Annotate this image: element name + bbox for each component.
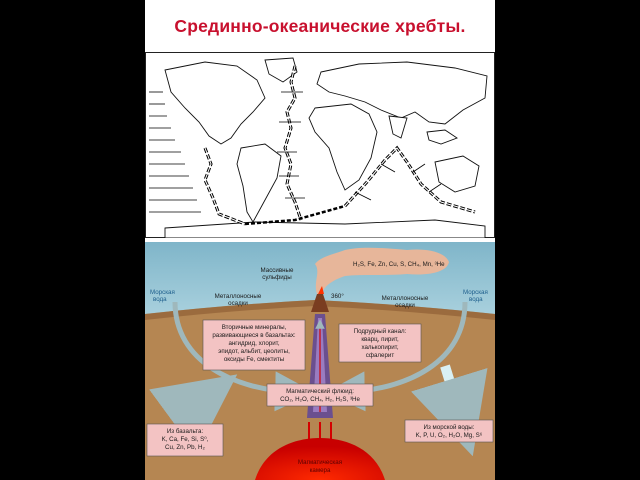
ore-channel-4: сфалерит — [366, 352, 395, 359]
secondary-minerals-5: оксиды Fe, смектиты — [224, 356, 285, 363]
continent-india — [388, 115, 408, 139]
massive-sulfides-line1: Массивные — [261, 267, 294, 274]
from-sea-water-box — [404, 419, 494, 443]
secondary-minerals-2: развивающиеся в базальтах: — [212, 332, 296, 339]
sea-water-left-2: вода — [153, 296, 167, 303]
metal-sediments-right-2: осадки — [395, 302, 415, 309]
temperature-label: 360° — [331, 293, 344, 300]
slide: Срединно-океанические хребты. — [145, 0, 495, 480]
magma-chamber — [255, 438, 385, 480]
magma-flux-arrows — [308, 422, 332, 440]
continent-eurasia — [316, 61, 488, 125]
magmatic-fluid-box — [266, 383, 374, 407]
ore-channel-box — [338, 323, 422, 363]
continent-africa — [308, 103, 378, 191]
sea-water-right-1: Морская — [463, 289, 488, 296]
world-ridge-map — [145, 52, 495, 238]
continent-north-america — [164, 61, 266, 145]
ridge-pacific-antarctic — [244, 204, 346, 226]
metal-sediments-left-2: осадки — [228, 300, 248, 307]
secondary-minerals-1: Вторичные минералы, — [222, 324, 287, 331]
massive-sulfides-line2: сульфиды — [262, 274, 292, 281]
ore-channel-3: халькопирит, — [361, 344, 398, 351]
vent-tip — [318, 286, 324, 294]
metal-sediments-right-1: Металлоносные — [382, 295, 429, 302]
from-basalt-2: K, Ca, Fe, Si, S⁰, — [162, 436, 209, 443]
secondary-minerals-3: ангидрид, хлорит, — [228, 340, 279, 347]
basalt-arrow — [149, 374, 238, 454]
smoke-label: H₂S, Fe, Zn, Cu, S, CH₄, Mn, ³He — [353, 261, 445, 268]
continent-greenland — [264, 57, 298, 83]
from-basalt-box — [146, 423, 224, 457]
ore-channel-1: Подрудный канал: — [354, 328, 407, 335]
secondary-minerals-4: эпидот, альбит, цеолиты, — [218, 348, 290, 355]
metal-sediments-left-1: Металлоносные — [215, 293, 262, 300]
magma-chamber-1: Магматическая — [298, 459, 342, 466]
sea-water-left-1: Морская — [150, 289, 175, 296]
from-sea-water-1: Из морской воды: — [424, 424, 475, 431]
magmatic-fluid-1: Магматический флюид: — [286, 388, 354, 395]
from-basalt-3: Cu, Zn, Pb, H₂ — [165, 444, 205, 451]
transform-faults — [149, 91, 442, 213]
vent-chimney — [311, 294, 329, 312]
continent-south-america — [236, 143, 282, 223]
seawater-arrow — [411, 364, 488, 457]
from-sea-water-2: K, P, U, O₂, H₂O, Mg, S⁶ — [416, 432, 483, 439]
secondary-minerals-box — [202, 319, 306, 371]
smoke-plume — [315, 247, 449, 296]
ore-channel-2: кварц, пирит, — [361, 336, 399, 343]
from-basalt-1: Из базальта: — [167, 428, 204, 435]
continent-australia — [434, 155, 480, 193]
continent-islands — [426, 129, 458, 145]
magmatic-fluid-2: CO₂, H₂O, CH₄, H₂, H₂S, ³He — [280, 396, 360, 403]
magma-chamber-2: камера — [310, 467, 331, 474]
sea-water-right-2: вода — [469, 296, 483, 303]
slide-title: Срединно-океанические хребты. — [174, 16, 466, 36]
hydrothermal-section: H₂S, Fe, Zn, Cu, S, CH₄, Mn, ³He Массивн… — [145, 242, 495, 480]
